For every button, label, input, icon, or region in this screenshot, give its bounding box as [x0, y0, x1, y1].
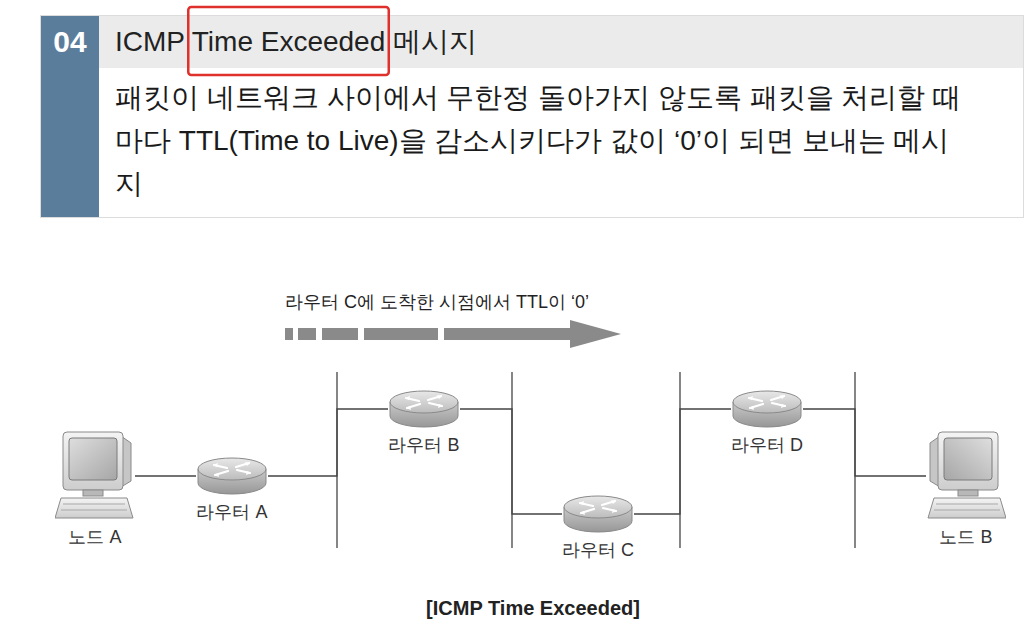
router-arrows: [749, 396, 785, 408]
router-arrows: [580, 501, 616, 513]
computer-icon: [926, 430, 1006, 522]
monitor-stand: [83, 490, 103, 496]
network-link: [268, 409, 388, 476]
keyboard-keys: [61, 504, 127, 510]
router-node: 라우터 D: [731, 388, 803, 456]
node-label: 노드 A: [68, 526, 121, 548]
router-drawing: [198, 458, 266, 494]
ttl-arrow: [285, 320, 621, 348]
arrow-dash: [322, 328, 358, 340]
arrow-dash: [444, 328, 572, 340]
arrow-label: 라우터 C에 도착한 시점에서 TTL이 ‘0’: [285, 291, 589, 313]
node-label: 라우터 B: [388, 434, 459, 456]
computer-node: 노드 B: [926, 430, 1006, 548]
node-label: 라우터 D: [731, 434, 803, 456]
router-arrows: [406, 396, 442, 408]
router-icon: [388, 388, 460, 430]
arrow-dash: [285, 328, 293, 340]
router-node: 라우터 B: [388, 388, 460, 456]
router-top: [564, 496, 632, 518]
computer-drawing: [55, 432, 133, 518]
monitor-body: [63, 432, 123, 490]
monitor-screen: [944, 438, 992, 480]
monitor-screen: [69, 438, 117, 480]
router-icon: [196, 455, 268, 497]
router-top: [733, 391, 801, 413]
router-drawing: [564, 496, 632, 532]
router-node: 라우터 A: [196, 455, 268, 523]
network-link: [135, 475, 196, 476]
arrow-dash: [364, 328, 438, 340]
body-text: 패킷이 네트워크 사이에서 무한정 돌아가지 않도록 패킷을 처리할 때마다 T…: [99, 68, 1023, 217]
computer-node: 노드 A: [55, 430, 135, 548]
description-panel: ICMP Time Exceeded 메시지패킷이 네트워크 사이에서 무한정 …: [40, 15, 1024, 218]
router-arrow-heads: [213, 462, 251, 477]
keyboard: [55, 498, 133, 518]
router-icon: [562, 493, 634, 535]
router-icon: [731, 388, 803, 430]
router-arrows: [214, 463, 250, 475]
heading-text: ICMP Time Exceeded 메시지: [99, 16, 1023, 68]
network-link: [803, 409, 926, 476]
network-link: [460, 409, 562, 514]
router-drawing: [733, 391, 801, 427]
router-arrow-heads: [579, 500, 617, 515]
figure-caption: [ICMP Time Exceeded]: [426, 595, 640, 621]
arrow-dash: [298, 328, 316, 340]
router-arrow-heads: [748, 395, 786, 410]
section-number: 04: [41, 16, 99, 60]
node-label: 라우터 A: [196, 501, 267, 523]
monitor-body: [938, 432, 998, 490]
monitor-stand: [958, 490, 978, 496]
keyboard-keys: [934, 504, 1000, 510]
router-arrow-heads: [405, 395, 443, 410]
keyboard: [928, 498, 1006, 518]
network-link: [634, 409, 731, 514]
node-label: 노드 B: [939, 526, 992, 548]
node-label: 라우터 C: [562, 539, 634, 561]
arrow-head: [570, 320, 621, 348]
router-top: [390, 391, 458, 413]
router-node: 라우터 C: [562, 493, 634, 561]
router-top: [198, 458, 266, 480]
computer-icon: [55, 430, 135, 522]
computer-drawing: [928, 432, 1006, 518]
number-badge: 04: [41, 16, 99, 217]
router-drawing: [390, 391, 458, 427]
network-segment: [337, 372, 855, 548]
